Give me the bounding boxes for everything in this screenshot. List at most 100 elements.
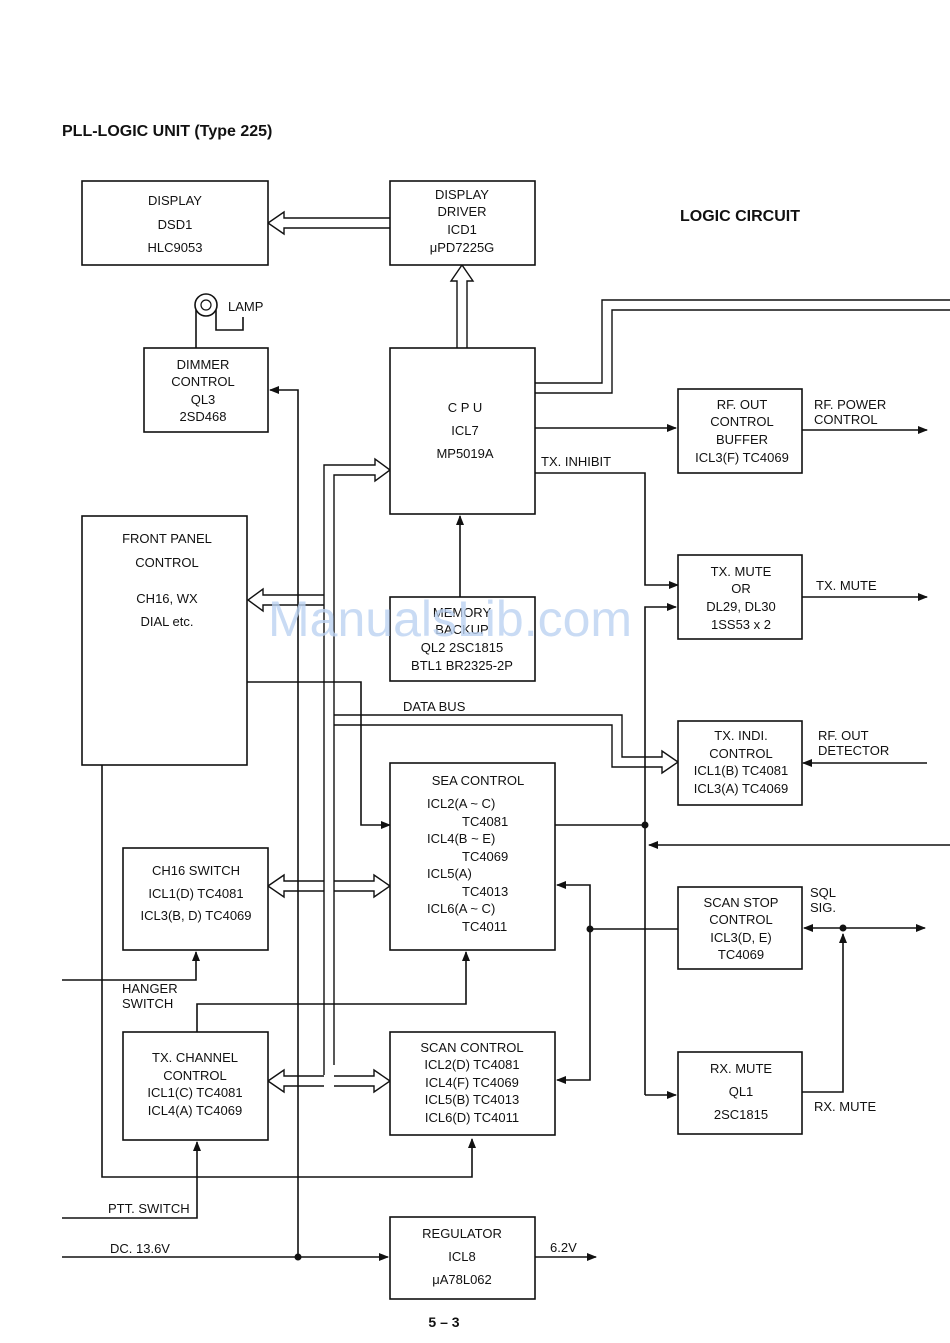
svg-text:TX. MUTE: TX. MUTE xyxy=(711,564,772,579)
svg-text:BUFFER: BUFFER xyxy=(716,432,768,447)
line-dc-to-dimmer xyxy=(269,386,299,1257)
lamp-icon xyxy=(194,293,218,317)
page-number: 5 – 3 xyxy=(428,1314,459,1330)
label-rf-detector: DETECTOR xyxy=(818,743,889,758)
label-dc-input: DC. 13.6V xyxy=(110,1241,170,1256)
block-dimmer-control: DIMMER CONTROL QL3 2SD468 xyxy=(143,347,269,433)
line-scan-stop-to-sea xyxy=(556,881,678,930)
block-scan-control: SCAN CONTROL ICL2(D) TC4081 ICL4(F) TC40… xyxy=(389,1031,556,1136)
bus-arrow-cpu-to-driver xyxy=(449,263,475,348)
svg-text:ICL2(A ~ C): ICL2(A ~ C) xyxy=(427,796,495,811)
svg-text:TC4013: TC4013 xyxy=(462,884,508,899)
label-6v2-out: 6.2V xyxy=(550,1240,577,1255)
bus-front-panel xyxy=(246,587,324,613)
bus-ch16-right xyxy=(334,873,392,899)
svg-text:ICL1(D) TC4081: ICL1(D) TC4081 xyxy=(148,886,243,901)
line-front-panel-to-scan xyxy=(101,765,476,1178)
block-display-driver: DISPLAY DRIVER ICD1 μPD7225G xyxy=(389,180,536,266)
svg-text:CONTROL: CONTROL xyxy=(709,912,773,927)
label-rx-mute-out: RX. MUTE xyxy=(814,1099,876,1114)
block-tx-indi-control: TX. INDI. CONTROL ICL1(B) TC4081 ICL3(A)… xyxy=(677,720,803,806)
svg-text:BACKUP: BACKUP xyxy=(435,622,488,637)
svg-text:CONTROL: CONTROL xyxy=(171,374,235,389)
svg-text:ICL6(A ~ C): ICL6(A ~ C) xyxy=(427,901,495,916)
junction-dot xyxy=(839,924,847,932)
label-sql-sig: SIG. xyxy=(810,900,836,915)
block-memory-backup: MEMORY BACKUP QL2 2SC1815 BTL1 BR2325-2P xyxy=(389,596,536,682)
svg-text:MP5019A: MP5019A xyxy=(436,446,493,461)
label-lamp: LAMP xyxy=(228,299,263,314)
svg-text:DISPLAY: DISPLAY xyxy=(435,187,489,202)
page-title: PLL-LOGIC UNIT (Type 225) xyxy=(62,123,272,140)
junction-dot xyxy=(586,925,594,933)
svg-text:FRONT PANEL: FRONT PANEL xyxy=(122,531,212,546)
svg-text:DISPLAY: DISPLAY xyxy=(148,193,202,208)
svg-text:CH16 SWITCH: CH16 SWITCH xyxy=(152,863,240,878)
block-sea-control: SEA CONTROL ICL2(A ~ C) TC4081 ICL4(B ~ … xyxy=(389,762,556,951)
bus-ch16-left xyxy=(267,873,324,899)
svg-text:ICL4(B ~ E): ICL4(B ~ E) xyxy=(427,831,495,846)
line-rx-mute-out xyxy=(802,933,847,1093)
bus-cpu-out-right xyxy=(535,299,950,394)
svg-text:ICL3(F) TC4069: ICL3(F) TC4069 xyxy=(695,450,789,465)
svg-text:CONTROL: CONTROL xyxy=(709,746,773,761)
label-tx-inhibit: TX. INHIBIT xyxy=(541,454,611,469)
bus-tx-channel-right xyxy=(334,1068,392,1094)
junction-dot xyxy=(294,1253,302,1261)
svg-text:ICL7: ICL7 xyxy=(451,423,478,438)
svg-text:ICL1(B) TC4081: ICL1(B) TC4081 xyxy=(694,763,788,778)
svg-text:OR: OR xyxy=(731,581,751,596)
label-ptt-switch: PTT. SWITCH xyxy=(108,1201,190,1216)
svg-text:TC4011: TC4011 xyxy=(462,919,507,934)
svg-text:CH16, WX: CH16, WX xyxy=(136,591,198,606)
line-front-panel-to-sea xyxy=(247,681,391,829)
svg-text:ICL1(C) TC4081: ICL1(C) TC4081 xyxy=(147,1085,242,1100)
svg-text:DIAL etc.: DIAL etc. xyxy=(141,614,194,629)
svg-text:ICL5(B) TC4013: ICL5(B) TC4013 xyxy=(425,1092,519,1107)
line-ptt-switch xyxy=(62,1141,201,1219)
svg-text:TC4069: TC4069 xyxy=(718,947,764,962)
svg-text:DSD1: DSD1 xyxy=(158,217,193,232)
block-display: DISPLAY DSD1 HLC9053 xyxy=(81,180,269,266)
svg-text:RX. MUTE: RX. MUTE xyxy=(710,1061,772,1076)
svg-text:TX. CHANNEL: TX. CHANNEL xyxy=(152,1050,238,1065)
svg-text:1SS53 x 2: 1SS53 x 2 xyxy=(711,617,771,632)
svg-text:C P U: C P U xyxy=(448,400,482,415)
line-hanger-switch xyxy=(62,951,200,981)
svg-text:DIMMER: DIMMER xyxy=(177,357,230,372)
svg-text:ICL3(D, E): ICL3(D, E) xyxy=(710,930,771,945)
label-hanger: HANGER xyxy=(122,981,178,996)
svg-text:μA78L062: μA78L062 xyxy=(432,1272,492,1287)
label-hanger-switch: SWITCH xyxy=(122,996,173,1011)
svg-text:CONTROL: CONTROL xyxy=(710,414,774,429)
svg-text:CONTROL: CONTROL xyxy=(163,1068,227,1083)
svg-text:SCAN CONTROL: SCAN CONTROL xyxy=(420,1040,523,1055)
block-cpu: C P U ICL7 MP5019A xyxy=(389,347,536,515)
bus-tx-channel-left xyxy=(267,1068,324,1094)
svg-text:QL3: QL3 xyxy=(191,392,216,407)
line-tx-channel-to-sea xyxy=(196,951,470,1032)
svg-text:BTL1 BR2325-2P: BTL1 BR2325-2P xyxy=(411,658,513,673)
svg-text:DL29, DL30: DL29, DL30 xyxy=(706,599,775,614)
block-rx-mute: RX. MUTE QL1 2SC1815 xyxy=(677,1051,803,1135)
svg-text:SCAN STOP: SCAN STOP xyxy=(704,895,779,910)
svg-text:ICL6(D) TC4011: ICL6(D) TC4011 xyxy=(425,1110,519,1125)
svg-text:DRIVER: DRIVER xyxy=(437,204,486,219)
svg-text:ICL3(A) TC4069: ICL3(A) TC4069 xyxy=(694,781,788,796)
svg-text:SEA CONTROL: SEA CONTROL xyxy=(432,773,524,788)
block-regulator: REGULATOR ICL8 μA78L062 xyxy=(389,1216,536,1300)
block-ch16-switch: CH16 SWITCH ICL1(D) TC4081 ICL3(B, D) TC… xyxy=(122,847,269,951)
svg-text:2SD468: 2SD468 xyxy=(180,409,227,424)
svg-text:μPD7225G: μPD7225G xyxy=(430,240,495,255)
block-front-panel-control: FRONT PANEL CONTROL CH16, WX DIAL etc. xyxy=(81,515,248,766)
bus-arrow-driver-to-display xyxy=(266,210,390,236)
junction-dot xyxy=(641,821,649,829)
svg-text:TC4069: TC4069 xyxy=(462,849,508,864)
label-data-bus: DATA BUS xyxy=(403,699,466,714)
svg-text:2SC1815: 2SC1815 xyxy=(714,1107,768,1122)
line-tx-inhibit xyxy=(535,472,679,589)
svg-text:ICL4(A) TC4069: ICL4(A) TC4069 xyxy=(148,1103,242,1118)
svg-text:HLC9053: HLC9053 xyxy=(148,240,203,255)
svg-text:TC4081: TC4081 xyxy=(462,814,508,829)
